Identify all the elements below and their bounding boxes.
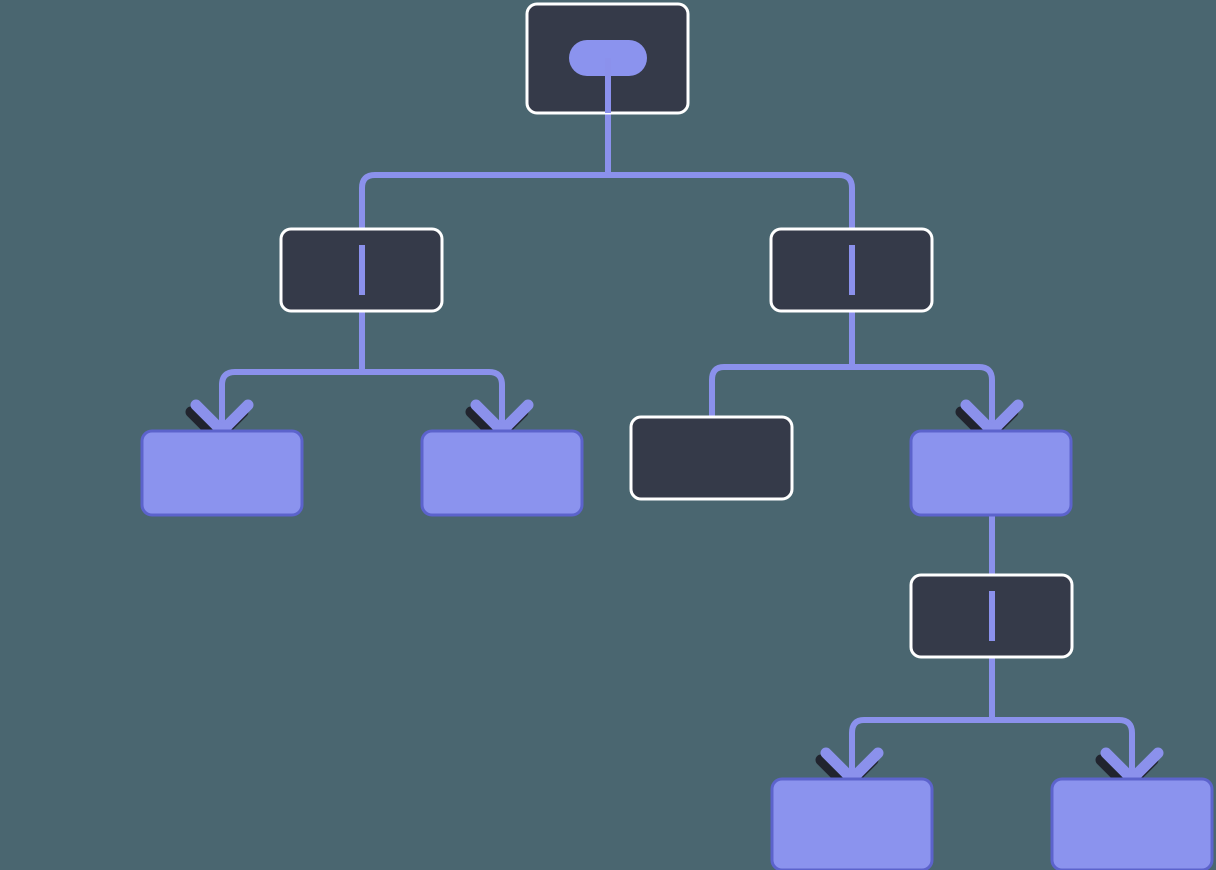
edge-level1-right-to-branch-node[interactable] bbox=[849, 311, 995, 425]
edge-level3-to-leaf-c[interactable] bbox=[849, 657, 995, 773]
nodes-layer bbox=[140, 2, 1214, 870]
level1-left-node[interactable] bbox=[279, 227, 444, 313]
leaf-node-d-body bbox=[1050, 777, 1214, 870]
leaf-node-b-body bbox=[420, 429, 584, 517]
level2-purple-branch-node[interactable] bbox=[909, 429, 1073, 517]
leaf-node-b[interactable] bbox=[420, 429, 584, 517]
level3-dark-node[interactable] bbox=[909, 573, 1074, 659]
leaf-node-a[interactable] bbox=[140, 429, 304, 517]
edge-level1-right-to-empty-node[interactable] bbox=[709, 311, 855, 417]
leaf-node-a-body bbox=[140, 429, 304, 517]
level1-right-node[interactable] bbox=[769, 227, 934, 313]
leaf-node-c[interactable] bbox=[770, 777, 934, 870]
root-node[interactable] bbox=[525, 2, 690, 115]
leaf-node-d[interactable] bbox=[1050, 777, 1214, 870]
level2-empty-dark-node-body bbox=[629, 415, 794, 501]
edge-root-to-level1-left[interactable] bbox=[359, 113, 612, 229]
level2-purple-branch-node-body bbox=[909, 429, 1073, 517]
edge-level1-left-to-leaf-b[interactable] bbox=[359, 311, 505, 425]
edge-level3-to-leaf-d[interactable] bbox=[989, 657, 1135, 773]
edges-layer bbox=[219, 113, 1135, 773]
edge-level1-left-to-leaf-a[interactable] bbox=[219, 311, 365, 425]
level2-empty-dark-node[interactable] bbox=[629, 415, 794, 501]
leaf-node-c-body bbox=[770, 777, 934, 870]
edge-root-to-level1-right[interactable] bbox=[605, 113, 855, 229]
